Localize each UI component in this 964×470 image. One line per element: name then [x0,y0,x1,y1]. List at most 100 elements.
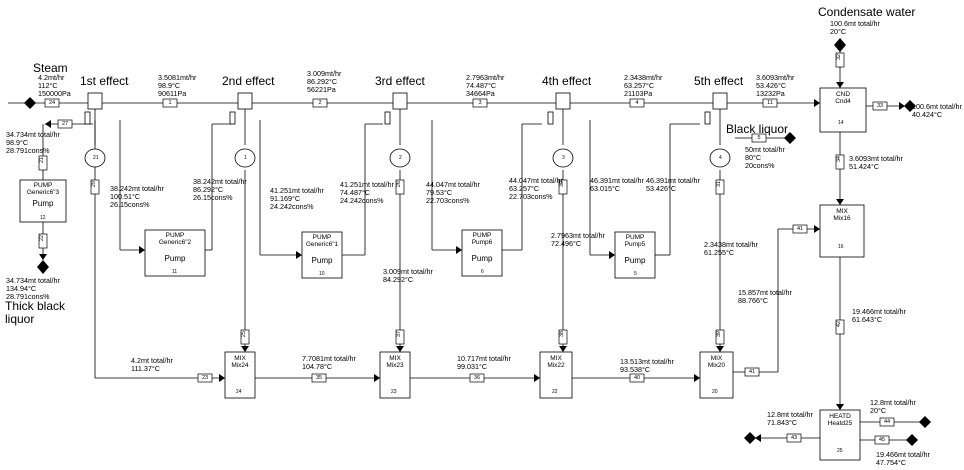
pump12-name: Pump [32,199,54,208]
vapor2-label: 3.009mt/hr 86.292°C 56221Pa [307,69,342,95]
evaporator-2 [229,92,256,168]
effect3-header: 3rd effect [375,74,425,88]
cnd4-box [819,87,867,133]
vapor4-label: 2.3438mt/hr 63.257°C 21103Pa [624,73,663,99]
liquor3-out-label: 41.251mt total/hr 74.487°C 24.242cons% [340,180,394,206]
mix24-out-label: 7.7081mt total/hr 104.78°C [302,354,356,372]
mix16-out-label: 19.466mt total/hr 61.643°C [852,307,906,325]
evaporator-4 [547,92,574,168]
mix24-head: MIX Mix24 [231,355,249,370]
effect1-header: 1st effect [80,74,129,88]
pump10-name: Pump [311,256,333,265]
pump10-box [301,231,343,279]
thick-black-liquor-header: Thick black liquor [5,299,66,326]
heater-in-label: 12.8mt total/hr 20°C [870,398,916,416]
cond-water-out-label: 100.6mt total/hr 40.424°C [912,102,962,120]
stream-tag: 21 [39,157,45,164]
stream-tag: 44 [883,419,891,425]
stream-tag: 24 [48,100,56,106]
pump12-box [19,179,67,223]
cond-water-in-label: 100.6mt total/hr 20°C [830,19,880,37]
pump11-head: PUMP Generic6"2 [158,232,192,247]
heat25-box [819,409,861,461]
stream-tag: 41 [748,369,756,375]
pump11-name: Pump [164,254,186,263]
stream-tag: 43 [790,435,798,441]
stream-tag: 36 [473,375,481,381]
mix23-head: MIX Mix23 [386,355,404,370]
steam-in-label: 4.2mt/hr 112°C 150000Pa [38,73,71,99]
pump12-head: PUMP Generic6"3 [26,182,60,197]
stream-tag: 22 [39,235,45,242]
stream-tag: 30 [559,181,565,188]
pump10-head: PUMP Generic6"1 [305,234,339,249]
stream-tag: 37 [396,331,402,338]
mix16-box [819,204,865,258]
stream-tag: 5 [757,135,761,141]
stream-tag: 39 [716,331,722,338]
mix23-out-label: 10.717mt total/hr 99.031°C [457,354,511,372]
mix23-num: 23 [391,389,397,395]
stream-tag: 45 [878,437,886,443]
stream-tag: 25 [241,331,247,338]
stream-tag: 38 [559,331,565,338]
feed5-4-label: 46.391mt total/hr 53.426°C [646,176,700,194]
pump5-box [614,231,656,279]
feed3-2-label: 41.251mt total/hr 91.169°C 24.242cons% [270,186,324,212]
pump6-num: 6 [481,269,484,275]
vapor5-label: 3.6093mt/hr 53.426°C 13232Pa [756,73,795,99]
evap1-num: 21 [93,155,99,161]
liquor2-out-label: 38.242mt total/hr 86.292°C 26.15cons% [193,177,247,203]
effect4-header: 4th effect [542,74,592,88]
evaporator-5 [704,92,731,168]
evaporator-1 [84,92,106,168]
stream-tag: 27 [61,121,69,127]
evap3-num: 2 [399,155,402,161]
cnd-out-label: 3.6093mt total/hr 51.424°C [849,154,903,172]
stream-tag: 2 [318,100,322,106]
pump11-num: 11 [172,269,178,275]
feed4-3-label: 44.047mt total/hr 63.257°C 22.703cons% [509,176,563,202]
stream-tag: 42 [836,321,842,328]
cnd4-head: CND Cnd4 [835,91,851,106]
effect2-header: 2nd effect [222,74,275,88]
cond3-label: 3.009mt total/hr 84.292°C [383,267,433,285]
mix20-box [699,351,734,399]
pump6-name: Pump [471,254,493,263]
mix16-num: 16 [838,244,844,250]
stream-tag: 32 [836,54,842,61]
mix16-head: MIX Mix16 [833,208,851,223]
mix20-num: 20 [712,389,718,395]
pump5-name: Pump [624,256,646,265]
effect5-header: 5th effect [694,74,744,88]
stream-tag: 11 [767,100,773,106]
heater-out-label: 12.8mt total/hr 71.843°C [767,410,813,428]
cond1-label: 4.2mt total/hr 111.37°C [131,356,173,374]
vapor1-label: 3.5081mt/hr 98.9°C 90611Pa [158,73,197,99]
black-liquor-header: Black liquor [726,122,789,136]
pump12-num: 12 [40,215,46,221]
heat25-num: 25 [837,448,843,454]
thick-out-label: 34.734mt total/hr 134.94°C 28.791cons% [6,276,60,302]
cnd4-num: 14 [838,120,844,126]
mix24-num: 24 [236,389,242,395]
mix24-box [224,351,256,399]
stream-tag: 31 [716,181,722,188]
stream-tag: 29 [91,181,97,188]
stream-tag: 26 [396,181,402,188]
stream-tag: 3 [478,100,482,106]
stream-tag: 41 [796,226,804,232]
pump5-head: PUMP Pump5 [624,234,646,249]
feed2-1-label: 38.242mt total/hr 100.51°C 26.15cons% [110,184,164,210]
pump10-num: 10 [319,271,325,277]
black-liquor-in-label: 50mt total/hr 80°C 20cons% [745,145,785,171]
liquor4-out-label: 44.047mt total/hr 79.53°C 22.703cons% [426,180,480,206]
stream-tag: 33 [876,103,884,109]
stream-tag: 4 [635,100,639,106]
heater-cond-out-label: 19.466mt total/hr 47.754°C [876,450,930,468]
stream-tag: 40 [633,375,641,381]
stream-tag: 23 [201,375,209,381]
cond4-label: 2.7963mt total/hr 72.496°C [551,231,605,249]
